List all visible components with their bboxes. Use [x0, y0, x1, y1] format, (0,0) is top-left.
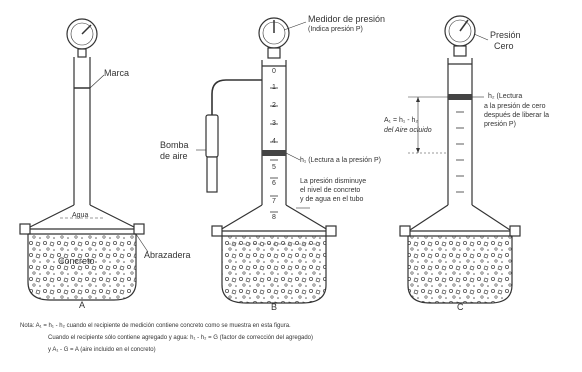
- label-h2-1: h₂ (Lectura: [488, 93, 523, 100]
- label-bomba-2: de aire: [160, 151, 188, 161]
- label-a: A: [79, 300, 86, 310]
- label-marca: Marca: [104, 68, 130, 78]
- note-line-1: Nota: A₁ = h₁ - h₂ cuando el recipiente …: [20, 323, 291, 329]
- clamp-a-right: [133, 223, 145, 235]
- label-abrazadera: Abrazadera: [144, 250, 191, 260]
- label-pressure-2: el nivel de concreto: [300, 187, 361, 194]
- scale-3: 3: [272, 120, 276, 127]
- air-pump: [205, 114, 219, 158]
- label-pressure-3: y de agua en el tubo: [300, 196, 364, 203]
- apparatus-a: [19, 18, 145, 301]
- note-line-2: Cuando el recipiente sólo contiene agreg…: [48, 335, 314, 341]
- label-b: B: [271, 302, 278, 312]
- scale-2: 2: [272, 102, 276, 109]
- scale-0: 0: [272, 68, 276, 75]
- label-gauge-sub: (Indica presión P): [308, 26, 363, 33]
- label-formula-2: del Aire ocluido: [384, 127, 432, 134]
- label-gauge-title: Medidor de presión: [308, 14, 386, 24]
- label-agua: Agua: [72, 212, 89, 219]
- scale-7: 7: [272, 198, 276, 205]
- label-h2-4: presión P): [484, 121, 516, 128]
- apparatus-c: [399, 15, 521, 304]
- label-bomba-1: Bomba: [160, 140, 189, 150]
- label-concreto: Concreto: [58, 256, 95, 266]
- scale-8: 8: [272, 214, 276, 221]
- apparatus-b: [205, 17, 337, 304]
- label-h1: h₁ (Lectura a la presión P): [300, 157, 381, 164]
- label-pressure-1: La presión disminuye: [300, 178, 367, 185]
- label-zero-sub: Cero: [494, 41, 514, 51]
- scale-6: 6: [272, 180, 276, 187]
- clamp-a-left: [19, 223, 31, 235]
- scale-4: 4: [272, 138, 276, 145]
- label-c: C: [457, 302, 464, 312]
- scale-1: 1: [272, 84, 276, 91]
- scale-5: 5: [272, 164, 276, 171]
- label-h2-3: después de liberar la: [484, 112, 549, 119]
- label-formula-1: A₁ = h₁ - h₂: [384, 117, 419, 124]
- note-line-3: y A₁ - G = A (aire incluido en el concre…: [48, 347, 156, 353]
- label-zero-title: Presión: [490, 30, 521, 40]
- label-h2-2: a la presión de cero: [484, 103, 546, 110]
